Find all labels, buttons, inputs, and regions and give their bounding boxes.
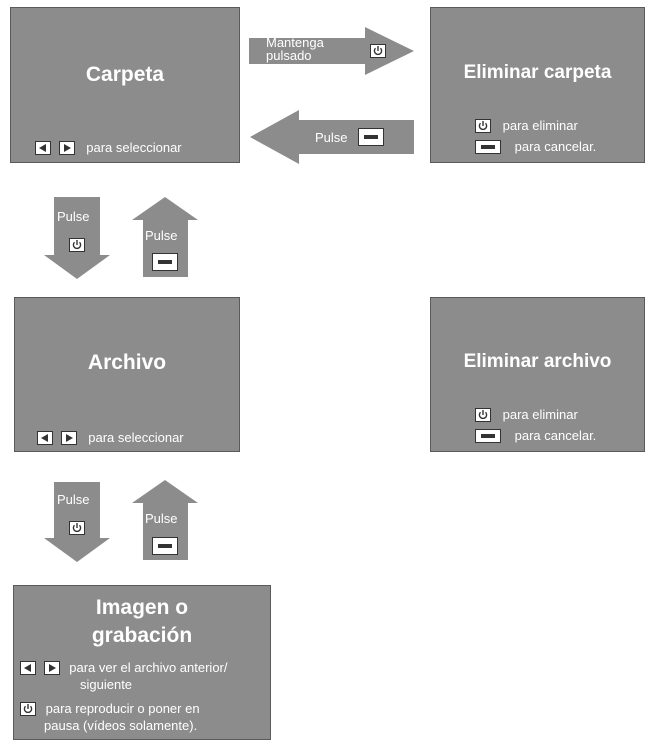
right-key-icon <box>43 660 60 675</box>
power-key-icon <box>69 236 85 254</box>
box-eliminar-carpeta-title: Eliminar carpeta <box>463 62 612 83</box>
minus-key-icon <box>152 253 178 271</box>
arrow-down2-text: Pulse <box>57 492 90 507</box>
minus-key-icon <box>475 139 501 154</box>
box-eliminar-carpeta: Eliminar carpeta para eliminar para canc… <box>430 7 645 163</box>
box-imagen-play-line1: para reproducir o poner en <box>45 701 200 717</box>
box-eliminar-carpeta-line1-row: para eliminar <box>475 117 578 133</box>
arrow-right-hold <box>249 27 414 75</box>
arrow-hold-text-1: Mantenga <box>266 35 324 50</box>
right-key-icon <box>58 140 75 155</box>
box-eliminar-carpeta-line1: para eliminar <box>502 118 578 134</box>
box-archivo: Archivo para seleccionar <box>14 297 240 452</box>
box-imagen-title-2: grabación <box>91 624 193 647</box>
box-carpeta-hint-row: para seleccionar <box>35 139 182 155</box>
minus-key-icon <box>152 537 178 555</box>
box-imagen-play-row: para reproducir o poner en <box>20 700 200 716</box>
power-key-icon <box>370 42 386 60</box>
left-key-icon <box>37 430 53 445</box>
box-imagen-play-line2: pausa (vídeos solamente). <box>44 718 198 733</box>
box-eliminar-carpeta-line2-row: para cancelar. <box>475 138 596 154</box>
arrow-up1-text: Pulse <box>145 228 178 243</box>
box-eliminar-archivo-line1-row: para eliminar <box>475 406 578 422</box>
power-key-icon <box>475 118 491 133</box>
box-imagen-nav-row: para ver el archivo anterior/ <box>20 659 228 675</box>
box-eliminar-archivo-line2-row: para cancelar. <box>475 427 596 443</box>
box-eliminar-archivo-line2: para cancelar. <box>514 428 597 444</box>
box-imagen-nav-line1: para ver el archivo anterior/ <box>69 660 228 676</box>
arrow-hold-text-2: pulsado <box>266 48 312 63</box>
box-carpeta-hint: para seleccionar <box>86 140 182 156</box>
power-key-icon <box>69 519 85 537</box>
minus-key-icon <box>358 128 384 146</box>
box-imagen-title-1: Imagen o <box>95 596 189 619</box>
arrow-up-2 <box>132 480 198 560</box>
box-carpeta: Carpeta para seleccionar <box>10 7 240 163</box>
box-carpeta-title: Carpeta <box>85 63 165 86</box>
arrow-left-cancel <box>250 110 414 164</box>
arrow-up2-text: Pulse <box>145 511 178 526</box>
arrow-down1-text: Pulse <box>57 209 90 224</box>
arrow-pulse-cancel-text: Pulse <box>315 130 348 145</box>
box-eliminar-carpeta-line2: para cancelar. <box>514 139 597 155</box>
power-key-icon <box>20 701 36 716</box>
box-imagen: Imagen o grabación para ver el archivo a… <box>13 585 271 740</box>
box-archivo-title: Archivo <box>87 351 167 374</box>
minus-key-icon <box>475 428 501 443</box>
box-eliminar-archivo-title: Eliminar archivo <box>463 351 612 372</box>
arrow-up-1 <box>132 197 198 277</box>
left-key-icon <box>20 660 36 675</box>
right-key-icon <box>60 430 77 445</box>
power-key-icon <box>475 407 491 422</box>
box-archivo-hint: para seleccionar <box>88 430 184 446</box>
box-archivo-hint-row: para seleccionar <box>37 429 184 445</box>
box-eliminar-archivo-line1: para eliminar <box>502 407 578 423</box>
box-eliminar-archivo: Eliminar archivo para eliminar para canc… <box>430 297 645 452</box>
left-key-icon <box>35 140 51 155</box>
box-imagen-nav-line2: siguiente <box>80 677 133 692</box>
